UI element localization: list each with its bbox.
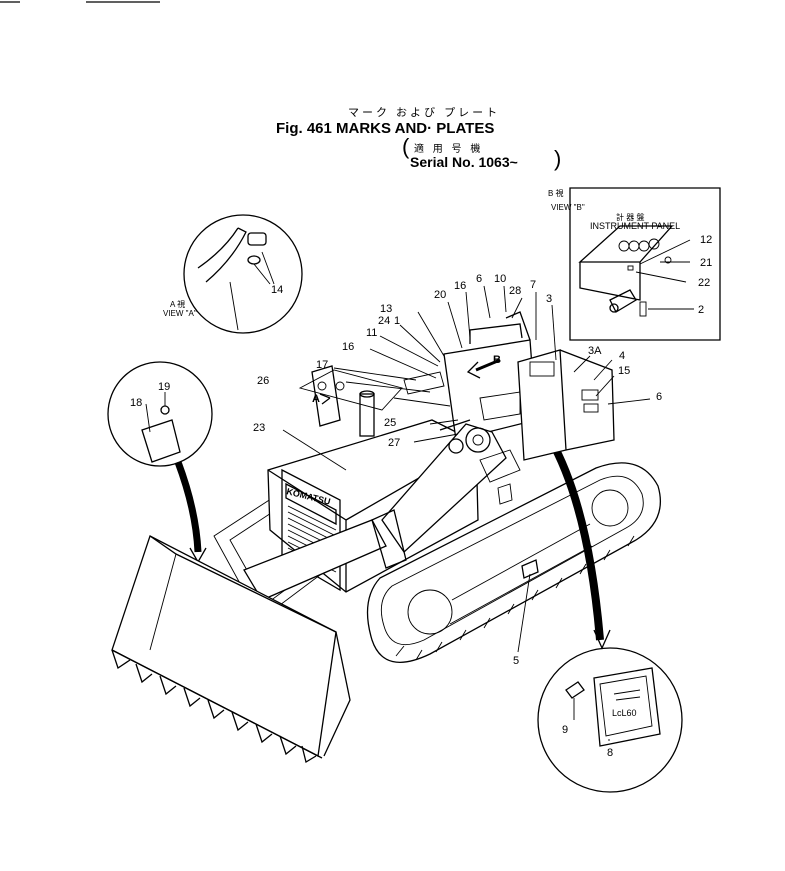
- callout-17: 17: [316, 359, 328, 371]
- callout-27: 27: [388, 437, 400, 449]
- figure-title: Fig. 461 MARKS AND· PLATES: [276, 120, 495, 137]
- callout-6-upper: 6: [476, 273, 482, 285]
- track-loader-illustration: KOMATSU: [111, 311, 662, 764]
- callout-6-lower: 6: [656, 391, 662, 403]
- callout-19: 19: [158, 381, 170, 393]
- callout-10: 10: [494, 273, 506, 285]
- callout-11: 11: [366, 327, 377, 339]
- paren-close: ): [554, 146, 562, 171]
- view-b-label-jp: B 視: [548, 189, 564, 198]
- paren-open: (: [402, 134, 410, 159]
- callout-21: 21: [700, 257, 712, 269]
- callout-2: 2: [698, 304, 704, 316]
- callout-24-1: 24: [378, 315, 390, 327]
- callout-20: 20: [434, 289, 446, 301]
- instrument-panel-label: INSTRUMENT PANEL: [590, 221, 680, 231]
- serial-number: Serial No. 1063~: [410, 154, 518, 170]
- title-japanese: マーク および プレート: [348, 107, 501, 119]
- callout-9: 9: [562, 724, 568, 736]
- view-b-instrument-panel-box: [569, 187, 721, 341]
- view-b-arrow: [475, 358, 501, 372]
- detail-circle-8-9: LcL60: [537, 647, 683, 793]
- callout-23: 23: [253, 422, 265, 434]
- plate-text: LcL60: [612, 708, 637, 718]
- callout-14: 14: [271, 284, 283, 296]
- view-b-arrow-label: B: [493, 354, 501, 366]
- callout-26: 26: [257, 375, 269, 387]
- view-b-label: VIEW "B": [551, 203, 585, 212]
- callout-16: 16: [342, 341, 354, 353]
- callout-18: 18: [130, 397, 142, 409]
- view-a-detail-circle: [183, 214, 303, 334]
- callout-7: 7: [530, 279, 536, 291]
- view-a-arrow: [319, 393, 331, 405]
- callout-3a: 3A: [588, 345, 602, 357]
- callout-15: 15: [618, 365, 630, 377]
- callout-16-upper: 16: [454, 280, 466, 292]
- callout-4: 4: [619, 350, 625, 362]
- detail-circle-18-19: [107, 361, 213, 467]
- callout-22: 22: [698, 277, 710, 289]
- callout-leader-lines: [282, 285, 651, 653]
- view-a-arrow-label: A: [312, 393, 320, 405]
- callout-13: 13: [380, 303, 392, 315]
- applicable-japanese: 適 用 号 機: [414, 144, 484, 155]
- view-a-label-jp: A 視: [170, 300, 185, 309]
- callout-1: 1: [394, 315, 400, 327]
- callout-3: 3: [546, 293, 552, 305]
- instrument-panel-label-jp: 計 器 盤: [616, 212, 644, 222]
- leader-arrow-18: [174, 460, 202, 553]
- view-a-label: VIEW "A": [163, 309, 197, 318]
- callout-25: 25: [384, 417, 396, 429]
- callout-12: 12: [700, 234, 712, 246]
- callout-28: 28: [509, 285, 521, 297]
- callout-8: 8: [607, 747, 613, 759]
- callout-5: 5: [513, 655, 519, 667]
